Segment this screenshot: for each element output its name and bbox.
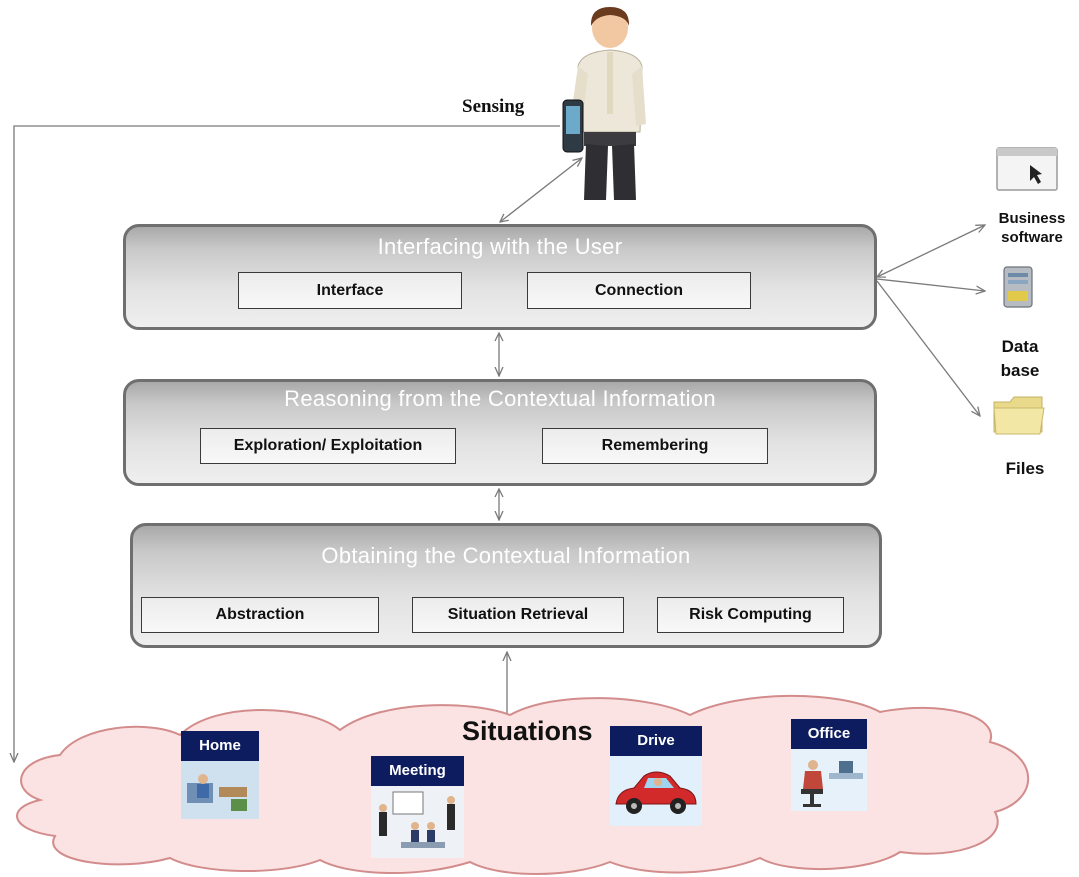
person-with-phone-icon xyxy=(562,7,646,200)
meeting-scene-icon xyxy=(371,786,464,858)
layer-title: Reasoning from the Contextual Informatio… xyxy=(284,386,716,411)
layer-title: Interfacing with the User xyxy=(377,234,623,259)
situation-office: Office xyxy=(791,719,867,811)
situation-label: Drive xyxy=(610,726,702,756)
office-worker-icon xyxy=(791,749,867,811)
component-risk-computing: Risk Computing xyxy=(657,597,844,633)
component-interface: Interface xyxy=(238,272,462,309)
situation-home: Home xyxy=(181,731,259,819)
sensing-label: Sensing xyxy=(462,96,525,117)
business-software-window-icon xyxy=(996,147,1058,191)
folder-icon xyxy=(993,396,1045,435)
database-server-icon xyxy=(1003,266,1033,308)
home-scene-icon xyxy=(181,761,259,819)
interface-business-arrow xyxy=(877,225,985,277)
layer-obtaining: Obtaining the Contextual Information Abs… xyxy=(130,523,882,648)
component-situation-retrieval: Situation Retrieval xyxy=(412,597,624,633)
situation-label: Meeting xyxy=(371,756,464,786)
component-exploration: Exploration/ Exploitation xyxy=(200,428,456,464)
situation-label: Home xyxy=(181,731,259,761)
situation-meeting: Meeting xyxy=(371,756,464,858)
layer-reasoning: Reasoning from the Contextual Informatio… xyxy=(123,379,877,486)
situation-drive: Drive xyxy=(610,726,702,826)
component-remembering: Remembering xyxy=(542,428,768,464)
interface-files-arrow xyxy=(876,280,980,416)
situations-title: Situations xyxy=(462,716,593,746)
resource-label-business: Business software xyxy=(998,210,1066,246)
car-icon xyxy=(610,756,702,826)
situation-label: Office xyxy=(791,719,867,749)
interface-database-arrow xyxy=(876,278,985,291)
component-connection: Connection xyxy=(527,272,751,309)
resource-label-files: Files xyxy=(1005,459,1045,478)
layer-title: Obtaining the Contextual Information xyxy=(321,543,691,568)
component-abstraction: Abstraction xyxy=(141,597,379,633)
user-interface-arrow xyxy=(500,158,582,222)
resource-label-database: Data base xyxy=(1000,337,1040,380)
sensing-feedback-line xyxy=(14,125,560,762)
layer-interfacing: Interfacing with the User Interface Conn… xyxy=(123,224,877,330)
